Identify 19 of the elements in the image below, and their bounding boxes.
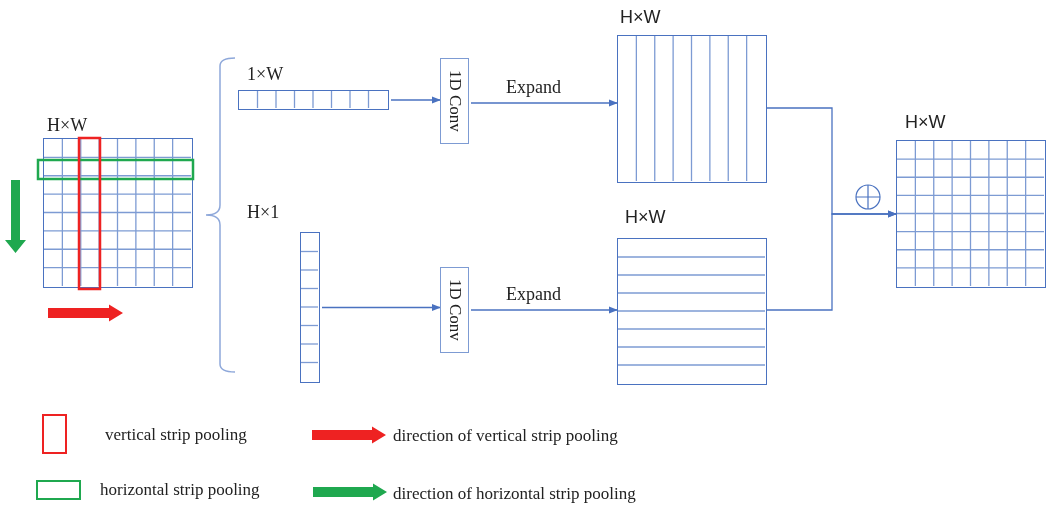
conv-block: 1D Conv [440, 58, 469, 144]
dimension-label: H×W [905, 112, 946, 133]
arrow [390, 96, 441, 104]
edge-label: Expand [506, 78, 561, 96]
legend-label: vertical strip pooling [105, 426, 247, 443]
arrow [766, 210, 897, 311]
arrow [470, 99, 618, 107]
legend-label: direction of vertical strip pooling [393, 427, 618, 444]
conv-block: 1D Conv [440, 267, 469, 353]
arrow [321, 303, 441, 312]
legend-label: direction of horizontal strip pooling [393, 485, 636, 502]
edge-label: Expand [506, 285, 561, 303]
dimension-label: H×W [620, 7, 661, 28]
dimension-label: H×W [625, 207, 666, 228]
dimension-label: H×W [47, 115, 88, 136]
dimension-label: 1×W [247, 64, 284, 85]
arrow [470, 306, 618, 314]
legend-label: horizontal strip pooling [100, 481, 260, 498]
dimension-label: H×1 [247, 202, 280, 223]
